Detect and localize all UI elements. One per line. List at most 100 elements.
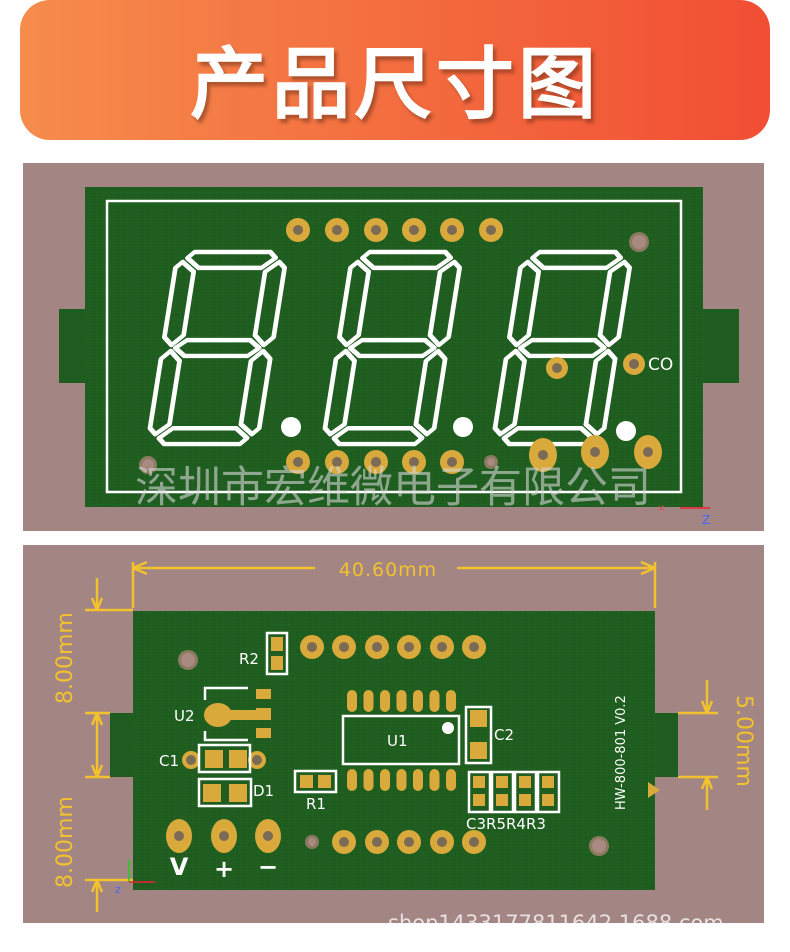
smd-pad [519,794,531,806]
smd-pad [271,656,283,670]
axis-indicator-icon: z [115,860,155,896]
pad-hole [552,363,562,373]
smd-pad [318,775,331,788]
label-r2: R2 [239,650,259,668]
dimension-width: 40.60mm [339,559,437,581]
dimension-left-bottom: 8.00mm [53,796,78,888]
label-c2: C2 [494,726,514,744]
ic-pin [446,690,456,712]
smd-pad [542,794,554,806]
label-u1: U1 [387,732,408,750]
marker [648,782,660,798]
pad-hole [409,225,419,235]
smd-pad [256,728,271,738]
pad-hole [486,225,496,235]
pads [166,635,660,856]
pad-hole [404,837,414,847]
pad-hole [404,642,414,652]
pad-hole [307,642,317,652]
shop-url[interactable]: shop1433177811642.1688.com [388,911,724,923]
dimension-left-top: 8.00mm [53,612,78,704]
pad-hole [469,837,479,847]
smd-pad [473,794,485,806]
hole-center [632,235,646,249]
pad-hole [372,642,382,652]
smd-pad [225,710,271,720]
svg-text:z: z [115,883,121,896]
label-d1: D1 [253,782,274,800]
pad-hole [538,450,548,460]
hole-center [181,653,195,667]
pad-hole [372,837,382,847]
dimension-right: 5.00mm [731,695,756,787]
pcb-front-view: CO 深圳市宏维微电子有限公司 Z × [23,163,764,531]
smd-pad [205,750,223,768]
hole-center [308,838,316,846]
label-power-v: V [170,853,189,881]
ic-pin [396,769,407,791]
pad-hole [371,457,381,467]
pad-hole [409,457,419,467]
ic-pin [396,690,407,712]
pad-hole [252,755,262,765]
pad-hole [437,837,447,847]
ic-pin [347,769,357,791]
label-c1: C1 [159,752,179,770]
label-u2: U2 [174,707,195,725]
pad-hole [263,831,273,841]
title-banner: 产品尺寸图 [20,0,770,140]
page-title: 产品尺寸图 [189,40,600,130]
pad-hole [339,837,349,847]
pad-label: CO [648,355,673,375]
pad-hole [174,831,184,841]
svg-text:Z: Z [702,513,710,527]
ic-pin [429,690,440,712]
ic-pin [347,690,357,712]
pads [139,218,662,474]
watermark: 深圳市宏维微电子有限公司 [135,463,651,513]
smd-pad [256,689,271,699]
pad-hole [447,457,457,467]
smd-pad [300,775,313,788]
pad-hole [437,642,447,652]
pad-hole [469,642,479,652]
ic-pin [413,690,423,712]
ic-pin [363,769,374,791]
board-version: HW-800-801 V0.2 [614,695,629,810]
ic-pin [380,690,390,712]
pad-hole [643,447,653,457]
label-power-minus: − [258,853,278,881]
smd-pad [229,784,247,802]
silkscreen [197,631,561,814]
smd-pad [473,776,485,788]
pad-hole [590,447,600,457]
smd-pad [470,710,487,727]
label-resistor-row: C3R5R4R3 [466,815,546,833]
u2-tab [204,703,232,727]
hole-center [142,459,154,471]
smd-pad [519,776,531,788]
pad-hole [371,225,381,235]
pad-hole [293,225,303,235]
smd-pad [229,750,247,768]
ic-pin [363,690,374,712]
smd-pad [496,776,508,788]
decimal-point [281,417,301,437]
hole-center [487,458,495,466]
ic-pin [380,769,390,791]
axis-indicator-icon: Z × [657,503,710,527]
decimal-point [453,417,473,437]
pad-hole [629,359,639,369]
pad-hole [219,831,229,841]
silkscreen-outline [105,199,683,494]
pad-hole [186,755,196,765]
pad-hole [339,642,349,652]
pad-hole [447,225,457,235]
hole-center [592,839,606,853]
pad-hole [332,457,342,467]
ic-pin [446,769,456,791]
pad-hole [332,225,342,235]
smd-pad [271,637,283,651]
label-power-plus: + [214,855,234,883]
ic-pin [429,769,440,791]
